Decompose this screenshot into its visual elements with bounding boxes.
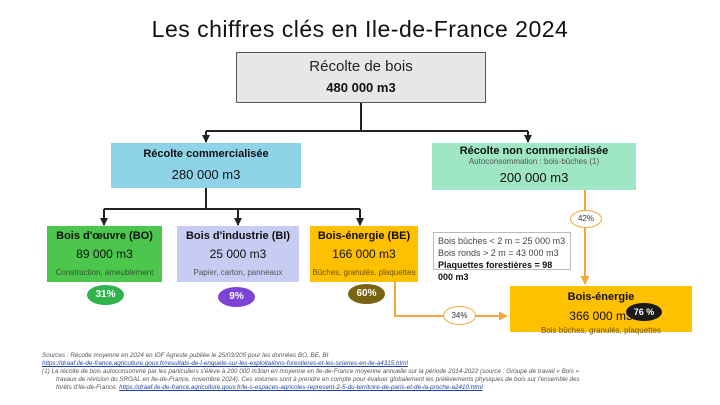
commercial-label: Récolte commercialisée (143, 148, 269, 160)
bo-box: Bois d'œuvre (BO) 89 000 m3 Construction… (47, 226, 162, 282)
be-value: 166 000 m3 (332, 247, 396, 261)
energy-breakdown-note: Bois bûches < 2 m = 25 000 m3 Bois ronds… (433, 232, 571, 282)
note-line-roundwood: Bois ronds > 2 m = 43 000 m3 (438, 248, 559, 258)
bi-box: Bois d'industrie (BI) 25 000 m3 Papier, … (177, 226, 299, 282)
be-label: Bois-énergie (BE) (317, 230, 411, 242)
harvest-box: Récolte de bois 480 000 m3 (236, 52, 486, 103)
be-flow-share-oval: 34% (443, 306, 476, 325)
noncommercial-sub: Autoconsommation : bois-bûches (1) (468, 157, 600, 166)
bo-sub: Construction, ameublement (55, 268, 154, 277)
harvest-value: 480 000 m3 (326, 80, 396, 95)
energy-total-share-badge: 76 % (626, 303, 662, 321)
source-footnote-1: (1) La récolte de bois autoconsommé par … (42, 368, 580, 375)
bi-share-badge: 9% (218, 287, 255, 307)
energy-total-sub: Bois bûches, granulés, plaquettes (540, 326, 662, 335)
be-box: Bois-énergie (BE) 166 000 m3 Bûches, gra… (310, 226, 418, 282)
source-link-2[interactable]: https://draaf.ile-de-france.agriculture.… (119, 384, 483, 391)
bo-label: Bois d'œuvre (BO) (56, 230, 153, 242)
bi-value: 25 000 m3 (209, 247, 267, 261)
source-footnote-3: forêts d'Ile-de-France. https://draaf.il… (56, 384, 483, 392)
noncommercial-share-oval: 42% (570, 210, 602, 228)
noncommercial-label: Récolte non commercialisée (459, 145, 609, 157)
be-sub: Bûches, granulés, plaquettes (312, 268, 416, 277)
harvest-label: Récolte de bois (309, 58, 413, 75)
noncommercial-box: Récolte non commercialisée Autoconsommat… (432, 143, 636, 190)
bi-label: Bois d'industrie (BI) (185, 230, 291, 242)
energy-total-value: 366 000 m3 (569, 309, 633, 323)
note-line-chips: Plaquettes forestières = 98 000 m3 (438, 260, 553, 282)
noncommercial-value: 200 000 m3 (499, 170, 569, 185)
source-line-1: Sources : Récolte moyenne en 2024 en IDF… (42, 352, 329, 359)
commercial-value: 280 000 m3 (171, 167, 241, 182)
page-title: Les chiffres clés en Ile-de-France 2024 (151, 16, 569, 42)
energy-total-label: Bois-énergie (567, 291, 635, 303)
note-line-logs: Bois bûches < 2 m = 25 000 m3 (438, 236, 566, 246)
bo-value: 89 000 m3 (76, 247, 133, 261)
source-footnote-2: travaux de révision du SRGAL en Ile-de-F… (56, 376, 580, 383)
source-link-1[interactable]: https://draaf.ile-de-france.agriculture.… (42, 360, 408, 367)
commercial-box: Récolte commercialisée 280 000 m3 (111, 143, 301, 188)
be-share-badge: 60% (348, 284, 385, 304)
energy-total-box: Bois-énergie 366 000 m3 Bois bûches, gra… (510, 286, 692, 335)
source-footnote-3-text: forêts d'Ile-de-France. (56, 384, 118, 391)
bo-share-badge: 31% (87, 285, 124, 305)
bi-sub: Papier, carton, panneaux (193, 268, 283, 277)
